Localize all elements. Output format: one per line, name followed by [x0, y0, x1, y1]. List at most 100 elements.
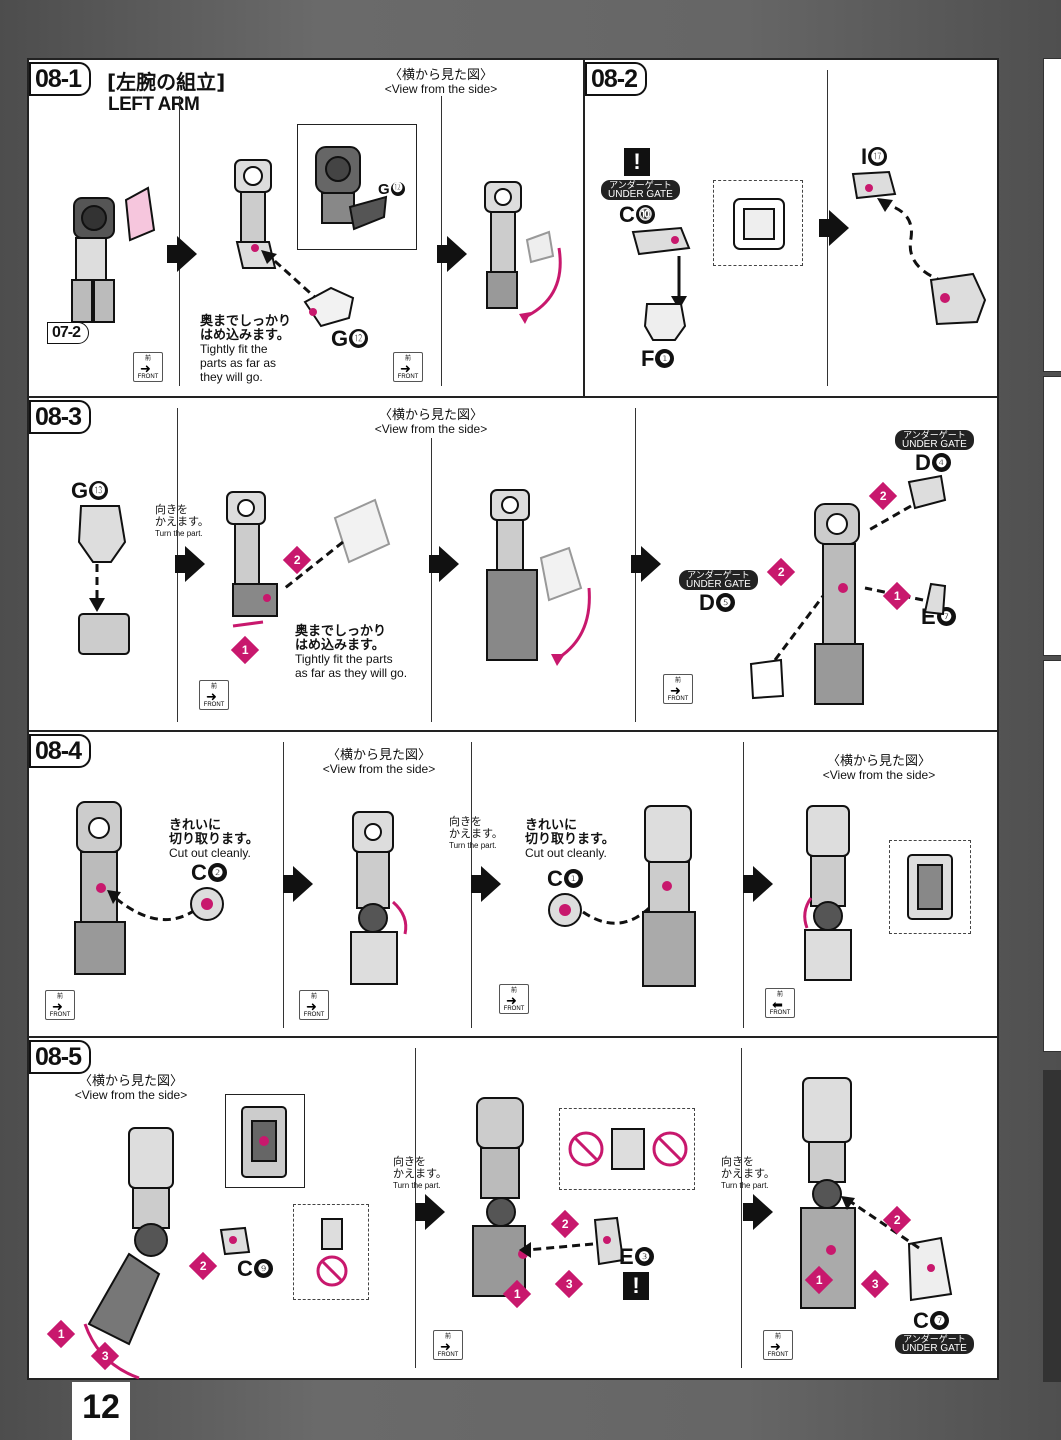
part-f1-drawing	[643, 303, 687, 341]
step-ref-07-2: 07-2	[47, 322, 90, 344]
caution-icon: !	[624, 148, 650, 176]
attach-arrow	[877, 198, 946, 284]
row-step-08-5: 08-5 〈横から見た図〉<View from the side> 2 1 3	[29, 1038, 997, 1380]
arm-frame-drawing	[71, 186, 156, 323]
arm-assembly-drawing	[234, 159, 277, 269]
cut-clean-note: きれいに 切り取ります。 Cut out cleanly.	[169, 817, 259, 861]
step-arrow	[175, 546, 205, 582]
side-view-assembly	[486, 489, 591, 666]
section-title-jp: [左腕の組立]	[107, 70, 226, 94]
attach-arrow	[841, 1196, 920, 1250]
front-indicator: 前➜FRONT	[393, 352, 423, 382]
next-page-panel-bottom	[1043, 1070, 1061, 1382]
part-c1-drawing	[548, 893, 582, 927]
part-g13-drawing	[77, 505, 130, 655]
part-c10-drawing	[631, 226, 691, 256]
front-indicator: 前➜FRONT	[299, 990, 329, 1020]
step-arrow	[631, 546, 661, 582]
attach-arrow	[519, 1242, 594, 1258]
front-indicator: 前⬅FRONT	[765, 988, 795, 1018]
turn-part-note: 向きを かえます。Turn the part.	[393, 1156, 447, 1190]
step-arrow	[167, 236, 197, 272]
arm-assembly-drawing	[226, 491, 391, 628]
side-view-label: 〈横から見た図〉<View from the side>	[384, 67, 498, 97]
next-page-panel-top	[1043, 58, 1061, 372]
front-indicator: 前➜FRONT	[433, 1330, 463, 1360]
front-indicator: 前➜FRONT	[45, 990, 75, 1020]
arm-part-drawing	[929, 272, 987, 326]
step-arrow	[819, 210, 849, 246]
front-indicator: 前➜FRONT	[199, 680, 229, 710]
cut-clean-note: きれいに 切り取ります。 Cut out cleanly.	[525, 817, 615, 861]
forearm-assembly-drawing	[472, 1097, 528, 1297]
step-label-08-4: 08-4	[29, 734, 92, 768]
side-view-label: 〈横から見た図〉<View from the side>	[74, 1073, 188, 1103]
gate-warning-inset	[559, 1108, 695, 1190]
front-indicator: 前➜FRONT	[133, 352, 163, 382]
side-view-label: 〈横から見た図〉<View from the side>	[822, 753, 936, 783]
step-arrow	[437, 236, 467, 272]
next-page-panel-mid	[1043, 376, 1061, 656]
step-arrow	[283, 866, 313, 902]
no-cut-warning-drawing	[568, 1128, 688, 1170]
side-view-forearm	[350, 811, 408, 985]
turn-part-note: 向きを かえます。Turn the part.	[721, 1156, 775, 1190]
forearm-drawing	[74, 801, 126, 975]
instruction-sheet: 08-1 [左腕の組立] LEFT ARM 07-2 〈横から見た図〉<View…	[27, 58, 999, 1380]
page-number: 12	[72, 1382, 130, 1440]
step-label-08-2: 08-2	[585, 62, 648, 96]
gate-detail-inset	[713, 180, 803, 266]
part-c7-drawing	[907, 1236, 953, 1302]
section-title-en: LEFT ARM	[108, 94, 200, 115]
step-arrow	[429, 546, 459, 582]
step-arrow	[743, 866, 773, 902]
gate-detail-drawing	[733, 198, 785, 250]
front-indicator: 前➜FRONT	[499, 984, 529, 1014]
row-step-08-1-08-2: 08-1 [左腕の組立] LEFT ARM 07-2 〈横から見た図〉<View…	[29, 60, 997, 398]
part-e3-drawing	[593, 1216, 625, 1266]
tight-fit-note: 奥までしっかり はめ込みます。 Tightly fit the parts as…	[200, 313, 292, 385]
caution-icon: !	[623, 1272, 649, 1300]
step-arrow	[471, 866, 501, 902]
turn-part-note: 向きを かえます。Turn the part.	[449, 816, 503, 850]
tight-fit-note: 奥までしっかり はめ込みます。 Tightly fit the parts as…	[295, 623, 408, 681]
part-c2-drawing	[190, 887, 224, 921]
gate-warning-inset	[293, 1204, 369, 1300]
side-detail-drawing	[907, 854, 953, 920]
side-view-label: 〈横から見た図〉<View from the side>	[374, 407, 488, 437]
attach-arrow	[107, 890, 207, 922]
front-indicator: 前➜FRONT	[663, 674, 693, 704]
step-label-08-3: 08-3	[29, 400, 92, 434]
forearm-final-drawing	[800, 1077, 856, 1309]
turn-part-note: 向きを かえます。Turn the part.	[155, 504, 209, 538]
step-label-08-1: 08-1	[29, 62, 92, 96]
forearm-assembly-drawing	[749, 474, 947, 705]
elbow-detail-drawing	[241, 1106, 287, 1178]
side-view-label: 〈横から見た図〉<View from the side>	[322, 747, 436, 777]
next-page-panel-low	[1043, 660, 1061, 1052]
step-arrow	[415, 1194, 445, 1230]
side-view-assembly	[484, 181, 562, 324]
shoulder-detail-drawing	[315, 146, 388, 231]
part-i17-drawing	[851, 170, 897, 200]
elbow-detail-inset	[225, 1094, 305, 1188]
